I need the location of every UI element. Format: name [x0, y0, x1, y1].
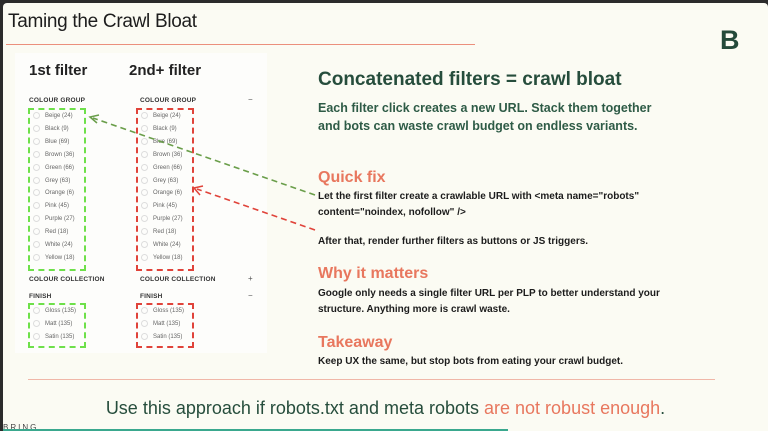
why-heading: Why it matters [318, 265, 429, 282]
filter-option[interactable]: Yellow (18) [141, 254, 182, 261]
filter-option[interactable]: Brown (36) [141, 151, 182, 158]
filter-option[interactable]: Orange (6) [141, 189, 182, 196]
takeaway-heading: Takeaway [318, 334, 393, 351]
quick-fix-line: content="noindex, nofollow" /> [318, 207, 466, 218]
filter-option[interactable]: Green (66) [33, 164, 74, 171]
filter-option[interactable]: White (24) [141, 241, 181, 248]
filter-option[interactable]: Beige (24) [33, 112, 73, 119]
colour-collection-label: COLOUR COLLECTION [140, 276, 216, 283]
lead-paragraph: Each filter click creates a new URL. Sta… [318, 99, 651, 135]
filter-option[interactable]: Gloss (135) [33, 307, 76, 314]
expand-icon[interactable]: + [248, 274, 253, 283]
slide-title: Taming the Crawl Bloat [8, 11, 197, 32]
first-filter-highlight [28, 303, 86, 348]
collapse-icon[interactable]: − [248, 291, 253, 300]
colour-group-label: COLOUR GROUP [29, 97, 86, 104]
filter-option[interactable]: Purple (27) [33, 215, 75, 222]
green-arrow [88, 114, 316, 196]
arrows [88, 114, 316, 231]
filter-option[interactable]: Pink (45) [33, 202, 69, 209]
colour-collection-label: COLOUR COLLECTION [29, 276, 105, 283]
filter-option[interactable]: Black (9) [33, 125, 69, 132]
filter-option[interactable]: Grey (63) [141, 177, 178, 184]
filter-option[interactable]: Green (66) [141, 164, 182, 171]
filter-option[interactable]: Yellow (18) [33, 254, 74, 261]
slide: Taming the Crawl Bloat B 1st filter 2nd+… [3, 3, 768, 431]
first-filter-title: 1st filter [29, 62, 88, 79]
filter-option[interactable]: Satin (135) [33, 333, 74, 340]
filter-option[interactable]: Beige (24) [141, 112, 181, 119]
why-line: Google only needs a single filter URL pe… [318, 288, 660, 299]
filter-option[interactable]: White (24) [33, 241, 73, 248]
second-filter-title: 2nd+ filter [129, 62, 202, 79]
filter-option[interactable]: Satin (135) [141, 333, 182, 340]
filter-option[interactable]: Matt (135) [141, 320, 180, 327]
filter-option[interactable]: Matt (135) [33, 320, 72, 327]
quick-fix-after-text: After that, render further filters as bu… [318, 236, 589, 247]
callout-text: Use this approach if robots.txt and meta… [105, 398, 485, 418]
takeaway-text: Keep UX the same, but stop bots from eat… [318, 356, 624, 367]
quick-fix-line: Let the first filter create a crawlable … [318, 191, 640, 202]
quick-fix-heading: Quick fix [318, 169, 386, 186]
brand-logo: B [720, 25, 740, 55]
callout-highlight: are not robust enough [484, 398, 661, 418]
quick-fix-text: Let the first filter create a crawlable … [318, 189, 639, 221]
video-progress-bar[interactable] [3, 429, 508, 431]
filter-option[interactable]: Purple (27) [141, 215, 183, 222]
second-filter-highlight [136, 303, 194, 348]
bottom-callout: Use this approach if robots.txt and meta… [3, 398, 768, 419]
first-filter-highlight [28, 108, 86, 271]
filter-option[interactable]: Black (9) [141, 125, 177, 132]
lead-line: and bots can waste crawl budget on endle… [318, 119, 638, 133]
filter-option[interactable]: Pink (45) [141, 202, 177, 209]
finish-label: FINISH [140, 293, 163, 300]
filter-option[interactable]: Grey (63) [33, 177, 70, 184]
red-arrow [192, 185, 316, 231]
main-heading: Concatenated filters = crawl bloat [318, 69, 622, 90]
why-line: structure. Anything more is crawl waste. [318, 304, 510, 315]
lead-line: Each filter click creates a new URL. Sta… [318, 101, 652, 115]
filter-option[interactable]: Orange (6) [33, 189, 74, 196]
title-underline [6, 44, 475, 45]
brand-wordmark: BRING [3, 423, 39, 431]
divider [28, 379, 715, 380]
filter-option[interactable]: Gloss (135) [141, 307, 184, 314]
filter-option[interactable]: Red (18) [33, 228, 68, 235]
second-filter-highlight [136, 108, 194, 271]
callout-end: . [660, 398, 666, 418]
finish-label: FINISH [29, 293, 52, 300]
filter-option[interactable]: Brown (36) [33, 151, 74, 158]
filter-option[interactable]: Blue (69) [141, 138, 177, 145]
colour-group-label: COLOUR GROUP [140, 97, 197, 104]
filter-option[interactable]: Red (18) [141, 228, 176, 235]
filter-option[interactable]: Blue (69) [33, 138, 69, 145]
why-text: Google only needs a single filter URL pe… [318, 286, 660, 318]
collapse-icon[interactable]: − [248, 95, 253, 104]
